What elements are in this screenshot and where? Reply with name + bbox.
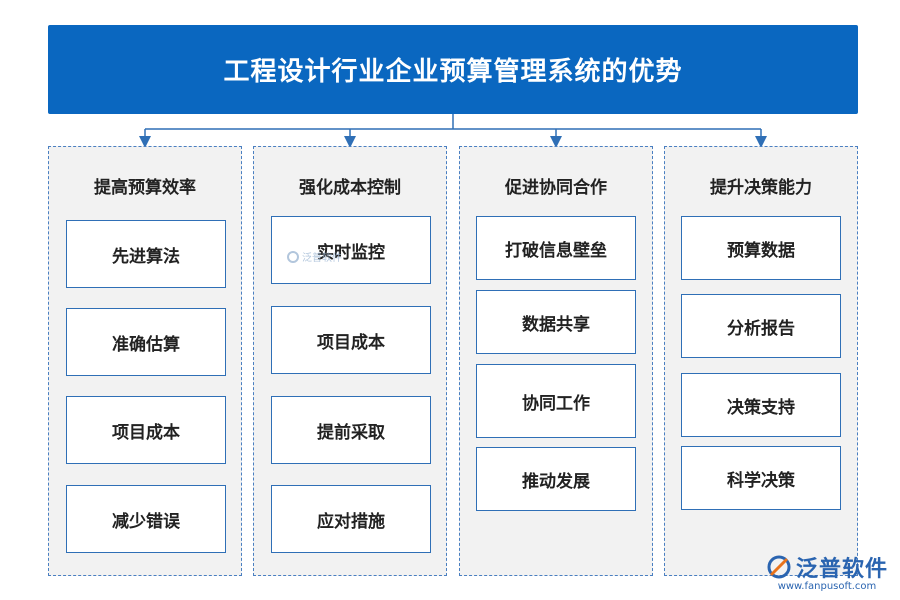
column-decision-making: 提升决策能力 预算数据 分析报告 决策支持 科学决策 <box>664 146 858 576</box>
brand-logo-icon <box>767 555 791 579</box>
watermark-text: 泛普软件 <box>302 253 342 264</box>
column-heading: 提高预算效率 <box>94 178 196 198</box>
diagram-title: 工程设计行业企业预算管理系统的优势 <box>223 57 683 87</box>
column-heading: 促进协同合作 <box>505 178 607 198</box>
brand-logo: 泛普软件 www.fanpusoft.com <box>766 551 888 592</box>
column-budget-efficiency: 提高预算效率 先进算法 准确估算 项目成本 减少错误 <box>48 146 242 576</box>
item-box: 决策支持 <box>681 373 841 437</box>
column-heading: 强化成本控制 <box>299 178 401 198</box>
item-box: 打破信息壁垒 <box>476 216 636 280</box>
watermark: 泛普软件 <box>287 249 342 264</box>
item-box: 准确估算 <box>66 308 226 376</box>
brand-url: www.fanpusoft.com <box>777 581 877 592</box>
item-box: 项目成本 <box>66 396 226 464</box>
item-box: 实时监控 <box>271 216 431 284</box>
item-box: 应对措施 <box>271 485 431 553</box>
item-box: 科学决策 <box>681 446 841 510</box>
column-collaboration: 促进协同合作 打破信息壁垒 数据共享 协同工作 推动发展 <box>459 146 653 576</box>
column-heading: 提升决策能力 <box>710 178 812 198</box>
title-banner: 工程设计行业企业预算管理系统的优势 <box>48 25 858 114</box>
item-box: 提前采取 <box>271 396 431 464</box>
item-box: 预算数据 <box>681 216 841 280</box>
item-box: 项目成本 <box>271 306 431 374</box>
column-cost-control: 强化成本控制 实时监控 项目成本 提前采取 应对措施 <box>253 146 447 576</box>
item-box: 先进算法 <box>66 220 226 288</box>
brand-name: 泛普软件 <box>795 557 888 582</box>
item-box: 协同工作 <box>476 364 636 438</box>
watermark-logo-icon <box>287 250 299 263</box>
item-box: 数据共享 <box>476 290 636 354</box>
item-box: 推动发展 <box>476 447 636 511</box>
item-box: 减少错误 <box>66 485 226 553</box>
item-box: 分析报告 <box>681 294 841 358</box>
